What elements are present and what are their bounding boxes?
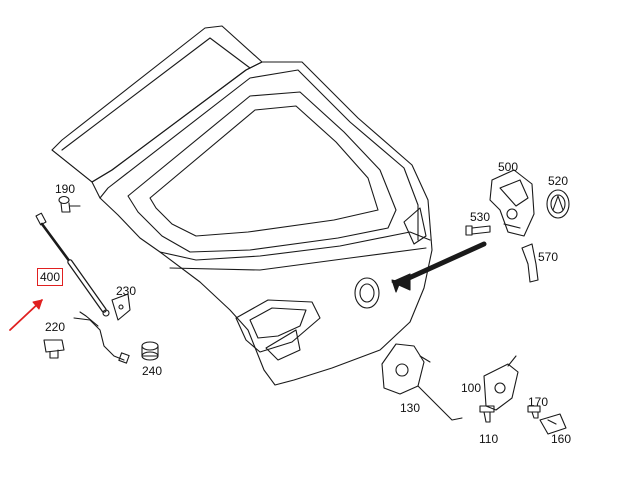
cable-bracket xyxy=(521,243,539,283)
roof-spoiler xyxy=(51,25,263,183)
part-label-160: 160 xyxy=(551,432,572,446)
tailgate-panel xyxy=(91,61,433,386)
part-label-130: 130 xyxy=(400,401,421,415)
tailgate-lock xyxy=(489,169,535,237)
part-label-110: 110 xyxy=(479,432,499,446)
strut-bracket xyxy=(111,293,131,321)
rear-emblem-part xyxy=(546,189,570,219)
emblem xyxy=(354,277,380,309)
part-label-190: 190 xyxy=(55,182,76,196)
closing-actuator xyxy=(381,343,463,421)
bolt xyxy=(479,405,495,423)
part-label-400[interactable]: 400 xyxy=(37,268,64,286)
part-label-520: 520 xyxy=(548,174,569,188)
part-label-100: 100 xyxy=(461,381,482,395)
part-label-220: 220 xyxy=(45,320,66,334)
part-label-240: 240 xyxy=(142,364,163,378)
part-label-570: 570 xyxy=(538,250,559,264)
part-label-530: 530 xyxy=(470,210,491,224)
striker-screw xyxy=(527,405,541,419)
part-label-170: 170 xyxy=(528,395,549,409)
wiring-harness xyxy=(73,311,130,364)
pointer-arrows xyxy=(9,241,487,331)
gas-strut xyxy=(35,212,110,317)
ball-stud xyxy=(58,195,81,213)
tailgate-latch xyxy=(483,355,519,411)
part-label-230: 230 xyxy=(116,284,137,298)
screw xyxy=(465,225,491,236)
rubber-buffer xyxy=(141,341,159,361)
part-label-500: 500 xyxy=(498,160,519,174)
striker xyxy=(539,413,567,435)
clip xyxy=(43,339,65,359)
